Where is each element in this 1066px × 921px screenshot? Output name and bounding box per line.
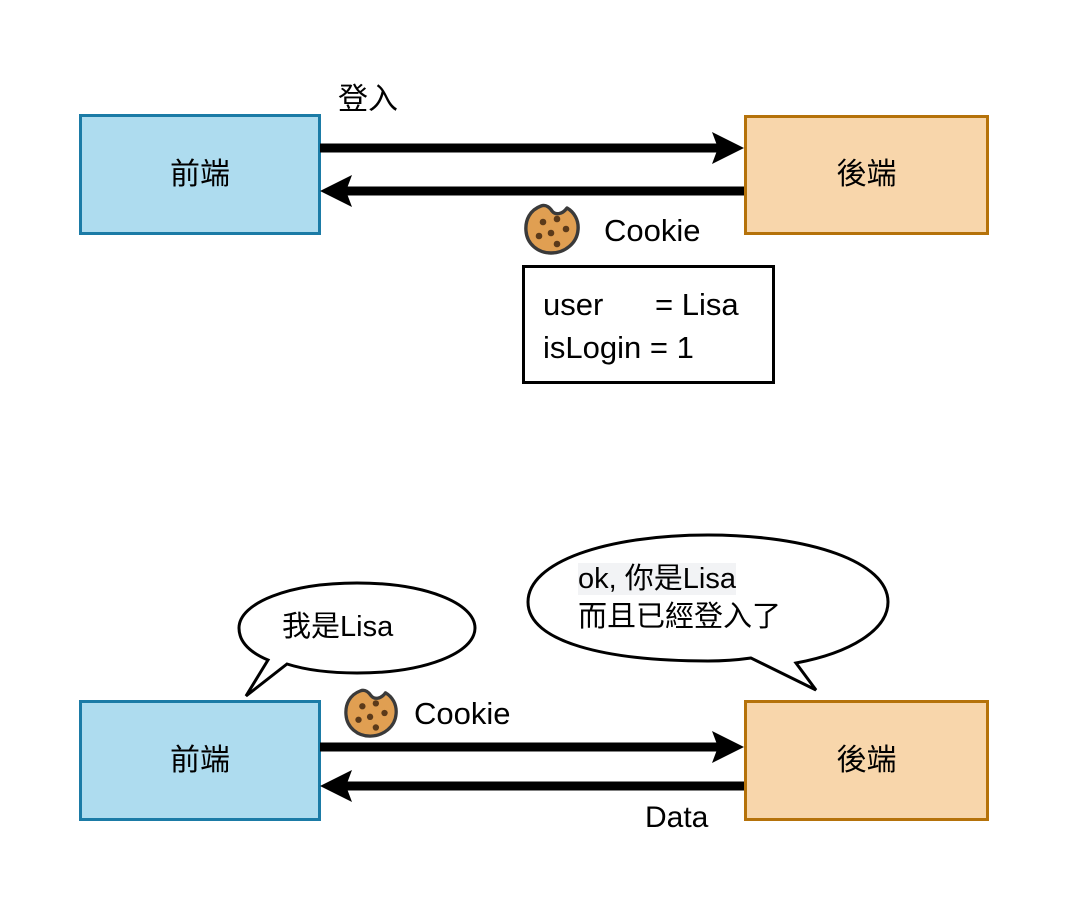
cookie-icon (344, 688, 398, 738)
backend-bubble-line: 而且已經登入了 (578, 601, 782, 634)
arrow-frontend-to-backend-top (320, 132, 744, 164)
arrow-backend-to-frontend-top (320, 175, 744, 207)
frontend-bubble-line: 我是Lisa (282, 611, 394, 643)
cookie-store-row: isLogin = 1 (543, 329, 694, 365)
backend-box-bottom: 後端 (744, 700, 989, 821)
cookie-store-row: user = Lisa (543, 287, 739, 322)
response-label-cookie-top: Cookie (604, 213, 701, 248)
arrow-frontend-to-backend-bottom (320, 731, 744, 763)
frontend-box-bottom: 前端 (79, 700, 321, 821)
request-label-cookie-bottom: Cookie (414, 696, 511, 731)
backend-box-top-label: 後端 (836, 158, 897, 191)
request-label-login: 登入 (338, 83, 398, 116)
backend-bubble-line: ok, 你是Lisa (578, 563, 736, 595)
backend-bubble-lines: ok, 你是Lisa 而且已經登入了 (578, 560, 878, 637)
frontend-box-top-label: 前端 (170, 157, 230, 191)
backend-box-bottom-label: 後端 (836, 743, 897, 777)
cookie-store-box: user = Lisa isLogin = 1 (522, 265, 775, 384)
response-label-data: Data (645, 801, 709, 834)
frontend-box-top: 前端 (79, 114, 321, 235)
frontend-box-bottom-label: 前端 (170, 743, 230, 777)
cookie-icon (524, 203, 580, 255)
frontend-speech-bubble (237, 581, 477, 698)
backend-box-top: 後端 (744, 115, 989, 235)
arrow-backend-to-frontend-bottom (320, 770, 744, 802)
